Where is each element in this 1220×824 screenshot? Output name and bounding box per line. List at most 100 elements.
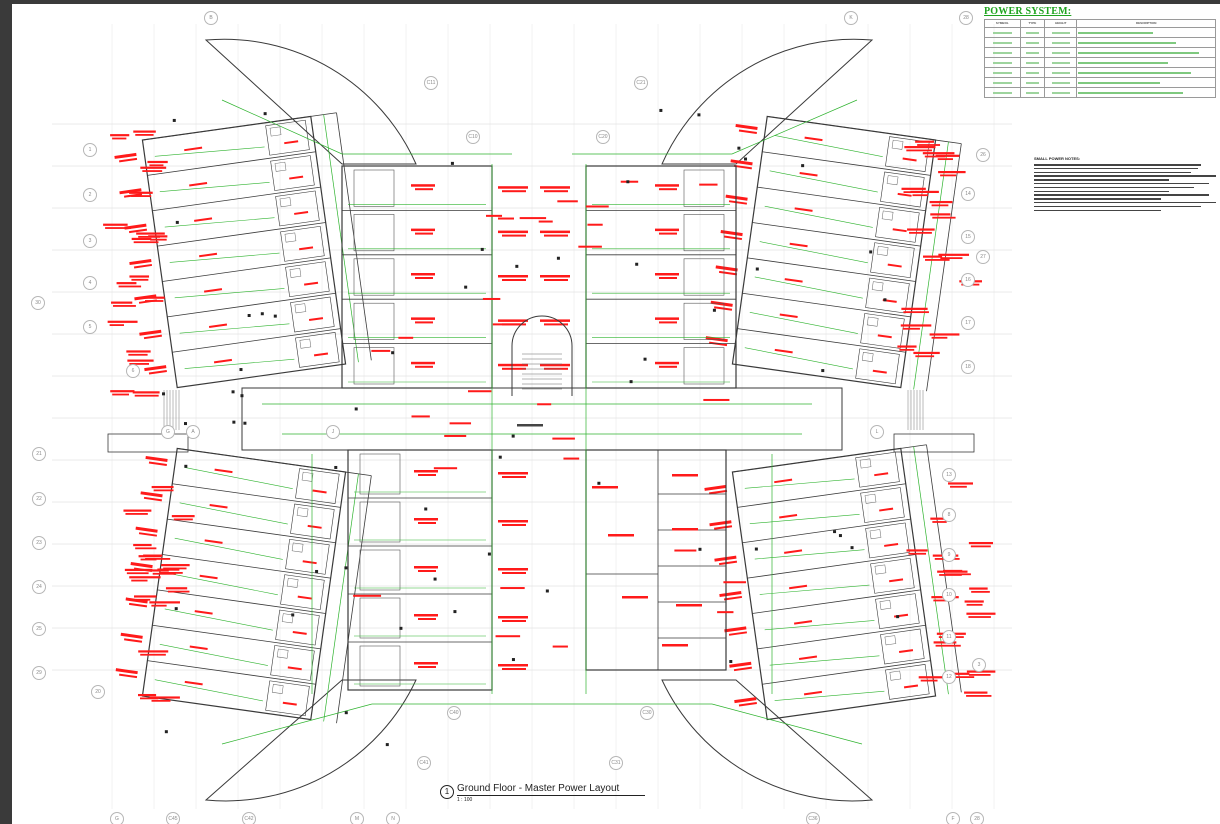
circuit-tag (145, 455, 168, 462)
fixture (284, 232, 297, 243)
grid-bubble: 1 (83, 143, 97, 157)
bathroom (865, 522, 910, 559)
circuit-tag (139, 329, 162, 336)
bathroom (880, 628, 925, 665)
circuit-tag (131, 579, 148, 582)
circuit-tag (502, 190, 526, 193)
circuit-tag (209, 504, 228, 509)
circuit-tag (502, 572, 526, 574)
note-line (1034, 194, 1209, 196)
grid-bubble: C11 (424, 76, 438, 90)
fixture (279, 197, 292, 208)
circuit-tag (498, 275, 528, 278)
grid-bubble: C31 (609, 756, 623, 770)
circuit-tag (902, 327, 920, 330)
room-wall (757, 624, 926, 650)
main-lobby (241, 387, 843, 451)
legend-row (984, 37, 1216, 48)
circuit-tag (302, 560, 317, 565)
circuit-tag (898, 649, 914, 654)
circuit-tag (901, 307, 928, 310)
circuit-tag (915, 355, 935, 358)
circuit-tag (444, 434, 467, 437)
bathroom (353, 214, 395, 252)
room-wall (157, 589, 326, 614)
legend-row (984, 57, 1216, 68)
wing-outline (141, 115, 347, 389)
circuit-tag (931, 336, 948, 339)
cable-run (572, 99, 858, 155)
circuit-tag (148, 370, 167, 375)
circuit-tag (799, 172, 818, 177)
circuit-tag (903, 311, 929, 314)
cable-run (169, 573, 278, 596)
power-outlet (334, 465, 338, 469)
circuit-tag (147, 160, 168, 164)
fixture (881, 210, 894, 221)
circuit-tag (935, 644, 961, 647)
circuit-tag (199, 252, 218, 258)
bathroom (870, 242, 915, 279)
central-stair (511, 315, 573, 396)
drawing-scale: 1 : 100 (457, 797, 473, 803)
cable-run (159, 644, 268, 666)
bathroom (860, 313, 905, 349)
circuit-tag (877, 334, 892, 339)
fixture (889, 670, 902, 681)
circuit-tag (140, 558, 157, 561)
entrance-left (107, 433, 189, 453)
circuit-tag (289, 175, 304, 180)
grid-bubble: 6 (126, 364, 140, 378)
circuit-tag (709, 489, 728, 495)
circuit-tag (167, 590, 190, 593)
circuit-tag (655, 184, 679, 187)
circuit-tag (500, 587, 525, 590)
circuit-tag (149, 696, 180, 699)
legend-title: POWER SYSTEM: (984, 6, 1072, 17)
bathroom (683, 214, 725, 252)
circuit-tag (544, 190, 568, 193)
bathroom (353, 347, 395, 385)
fixture (299, 338, 312, 349)
room-wall (752, 222, 921, 247)
circuit-tag (662, 644, 688, 647)
circuit-tag (140, 166, 167, 169)
circuit-tag (578, 245, 602, 248)
bathroom (295, 332, 340, 368)
bathroom (683, 258, 725, 296)
circuit-tag (966, 603, 983, 606)
circuit-tag (414, 470, 438, 473)
cable-run (184, 358, 295, 369)
circuit-tag (789, 242, 808, 248)
circuit-tag (498, 568, 528, 571)
bathroom (359, 597, 401, 639)
circuit-tag (968, 616, 991, 618)
fixture (879, 599, 892, 610)
circuit-tag (129, 191, 153, 194)
circuit-tag (143, 296, 165, 299)
circuit-tag (148, 235, 168, 238)
circuit-tag (906, 149, 932, 152)
circuit-tag (950, 485, 967, 488)
fixture (276, 648, 289, 659)
circuit-tag (415, 365, 433, 368)
circuit-tag (110, 390, 135, 393)
grid-bubble: 13 (942, 468, 956, 482)
room-wall (767, 115, 936, 141)
circuit-tag (925, 259, 950, 261)
circuit-tag (119, 157, 138, 163)
circuit-tag (133, 130, 156, 133)
cable-run (164, 217, 275, 228)
power-outlet (712, 308, 716, 312)
circuit-tag (498, 230, 528, 234)
circuit-tag (907, 228, 935, 231)
room-wall (152, 186, 321, 212)
circuit-tag (699, 183, 718, 186)
power-outlet (354, 407, 358, 411)
circuit-tag (214, 468, 233, 474)
power-outlet (231, 390, 235, 394)
circuit-tag (784, 549, 803, 554)
circuit-tag (284, 140, 299, 145)
power-outlet (838, 534, 842, 538)
circuit-tag (287, 666, 302, 671)
